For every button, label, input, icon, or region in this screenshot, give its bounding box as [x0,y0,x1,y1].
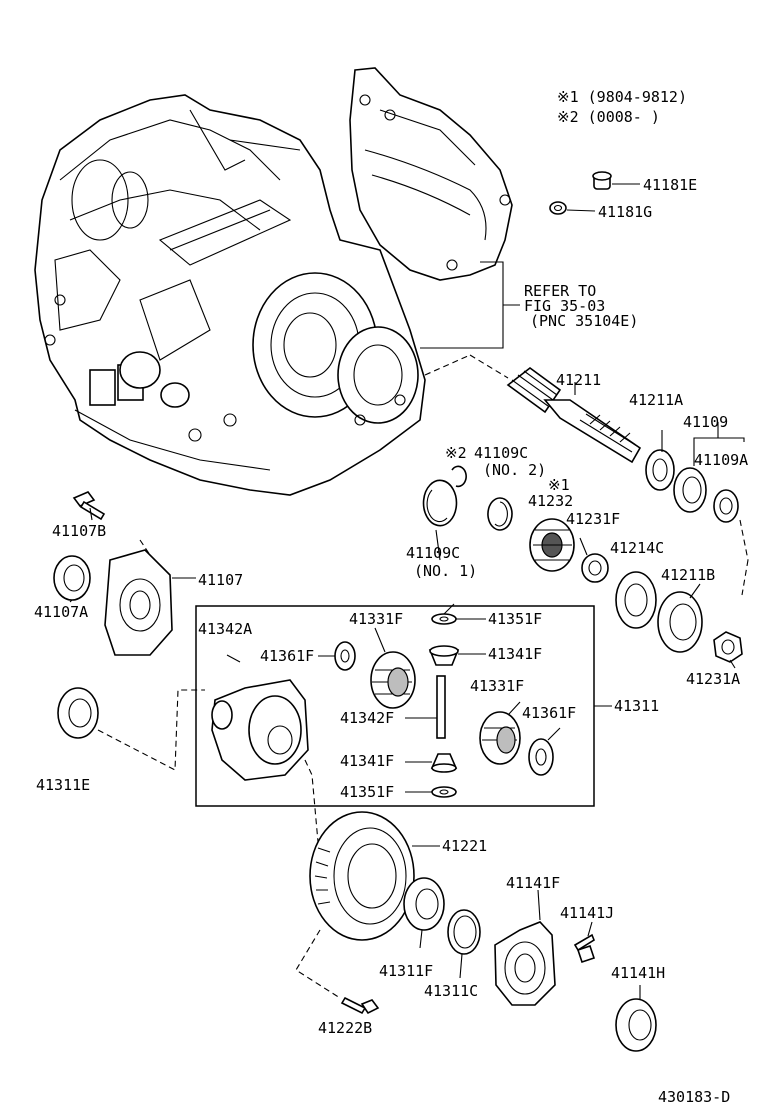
label-41222B: 41222B [318,1019,372,1037]
note-2: ※2 (0008- ) [557,108,660,126]
label-41109C-no2: 41109C [474,444,528,462]
bolt-41141J [573,933,596,964]
label-41107: 41107 [198,571,243,589]
converter-housing [349,67,513,281]
label-41351F-a: 41351F [488,610,542,628]
dash-41109A [739,519,749,561]
label-41109: 41109 [683,413,728,431]
refer-line2: FIG 35-03 [524,297,605,315]
drain-plug [592,171,640,190]
side-gear-washer-41361F-b [528,738,554,776]
mark-41109C-no2: ※2 [445,444,467,462]
label-41141F: 41141F [506,874,560,892]
snap-ring-no2 [451,465,513,531]
bolt-41222B [295,929,380,1015]
label-41231A: 41231A [686,670,740,688]
label-41211: 41211 [556,371,601,389]
snap-ring-no1 [422,479,458,527]
label-41109A: 41109A [694,451,748,469]
thrust-washer-41351F-b [431,786,457,798]
side-gear-41331F-a [370,627,416,709]
label-41311: 41311 [614,697,659,715]
note-1: ※1 (9804-9812) [557,88,687,106]
bearing-41311F [403,877,445,931]
speedometer-gear-41232 [529,518,575,572]
pinion-gear-41341F-a [428,645,460,666]
transaxle-case [34,94,426,496]
label-41342A: 41342A [198,620,252,638]
label-41231F: 41231F [566,510,620,528]
lock-nut-41231A [713,631,743,663]
label-41232: 41232 [528,492,573,510]
label-41342F: 41342F [340,709,394,727]
label-41311E: 41311E [36,776,90,794]
bearing-retainer-41141F [494,889,556,1006]
label-41311F: 41311F [379,962,433,980]
drive-pinion-shaft [424,354,642,464]
oil-seal-41311E [57,687,205,771]
dash-41211B [741,559,749,596]
side-gear-41331F-b [479,711,521,765]
label-41109C-no1: 41109C [406,544,460,562]
note-41109C-no2: (NO. 2) [483,461,546,479]
mark-41232: ※1 [548,476,570,494]
retainer-41107 [104,539,196,656]
seal-41107A [53,555,91,601]
bearing-41211A [645,430,675,491]
label-41311C: 41311C [424,982,478,1000]
leader-lines [69,507,736,979]
label-41214C: 41214C [610,539,664,557]
note-41109C-no1: (NO. 1) [414,562,477,580]
bolt-41107B [72,491,106,521]
label-41361F-a: 41361F [260,647,314,665]
label-41331F-a: 41331F [349,610,403,628]
label-41341F-b: 41341F [340,752,394,770]
bearing-41214C [615,571,657,629]
shim-41311C [447,909,481,955]
label-41211A: 41211A [629,391,683,409]
refer-bracket [420,261,520,349]
label-41361F-b: 41361F [522,704,576,722]
ring-gear-41221 [304,759,440,941]
label-41341F-a: 41341F [488,645,542,663]
label-41141H: 41141H [611,964,665,982]
label-41211B: 41211B [661,566,715,584]
label-41181G: 41181G [598,203,652,221]
bearing-41211B [657,583,703,653]
plug-gasket [549,201,596,215]
differential-case [211,654,309,781]
pinion-shaft-41342F [405,675,446,739]
oil-seal-41141H [615,985,657,1052]
label-41107B: 41107B [52,522,106,540]
refer-line1: REFER TO [524,282,596,300]
side-gear-washer-41361F-a [334,641,356,671]
label-41221: 41221 [442,837,487,855]
label-41141J: 41141J [560,904,614,922]
diagram-id: 430183-D [658,1088,730,1106]
thrust-washer-41351F-a [431,613,457,625]
label-41351F-b: 41351F [340,783,394,801]
refer-line3: (PNC 35104E) [530,312,638,330]
label-41181E: 41181E [643,176,697,194]
spacer-41231F [579,537,609,583]
bearing-41109 [673,422,745,523]
label-41331F-b: 41331F [470,677,524,695]
pinion-gear-41341F-b [430,753,458,773]
label-41107A: 41107A [34,603,88,621]
